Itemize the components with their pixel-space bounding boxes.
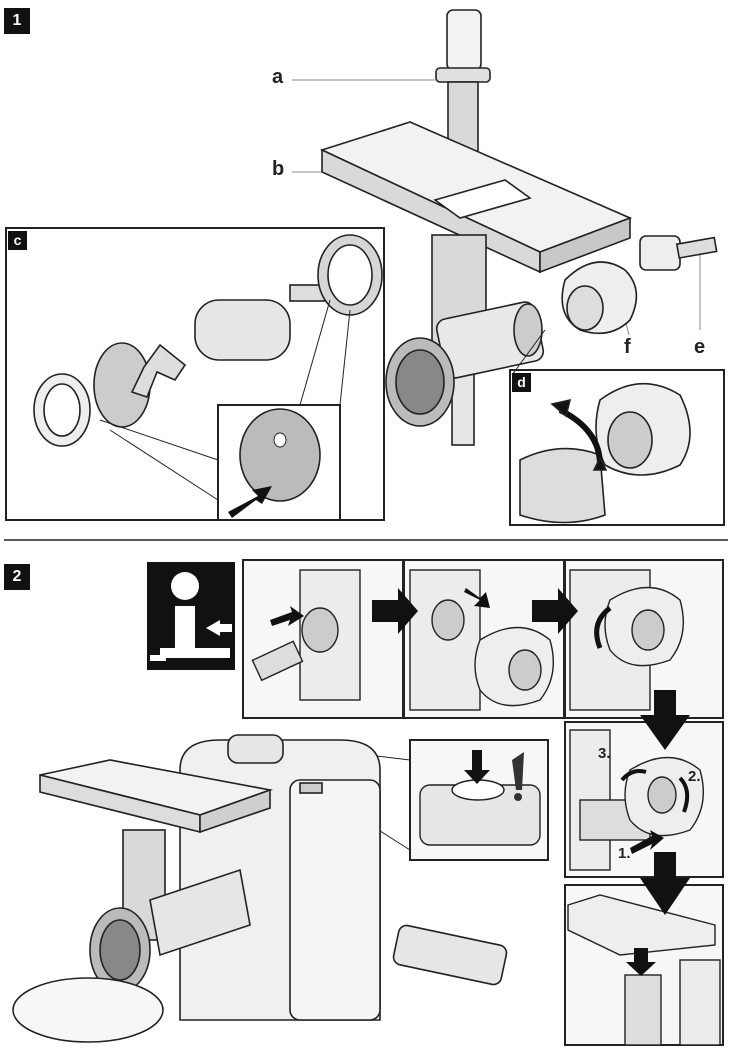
step-label-1: 1. — [618, 845, 631, 862]
attachment-e — [639, 235, 718, 271]
down-arrow-icon-3 — [640, 852, 690, 915]
exploded-parts — [33, 234, 383, 447]
label-c: c — [8, 231, 27, 250]
cutting-blade — [130, 343, 187, 398]
notch-arrow-icon — [228, 486, 272, 518]
pusher-a — [435, 9, 491, 158]
next-arrow-icon-1 — [372, 588, 418, 634]
perforated-disc-front — [385, 337, 455, 427]
label-a: a — [272, 66, 284, 88]
step-label-2: 2. — [688, 768, 701, 785]
feed-screw — [194, 299, 291, 361]
step-label-3: 3. — [598, 745, 611, 762]
label-f: f — [624, 336, 631, 358]
section-2-badge: 2 — [4, 564, 30, 590]
section-1-badge: 1 — [4, 8, 30, 34]
down-arrow-icon-2 — [640, 690, 690, 750]
panel-d-drawing — [519, 382, 691, 524]
panel-c-frame — [5, 227, 385, 521]
label-b: b — [272, 158, 285, 180]
label-e: e — [694, 336, 706, 358]
adapter-ring-f — [561, 261, 638, 335]
grinder-body — [431, 234, 545, 446]
assembled-appliance — [12, 734, 508, 1043]
label-d: d — [512, 373, 531, 392]
next-arrow-icon-2 — [532, 588, 578, 634]
